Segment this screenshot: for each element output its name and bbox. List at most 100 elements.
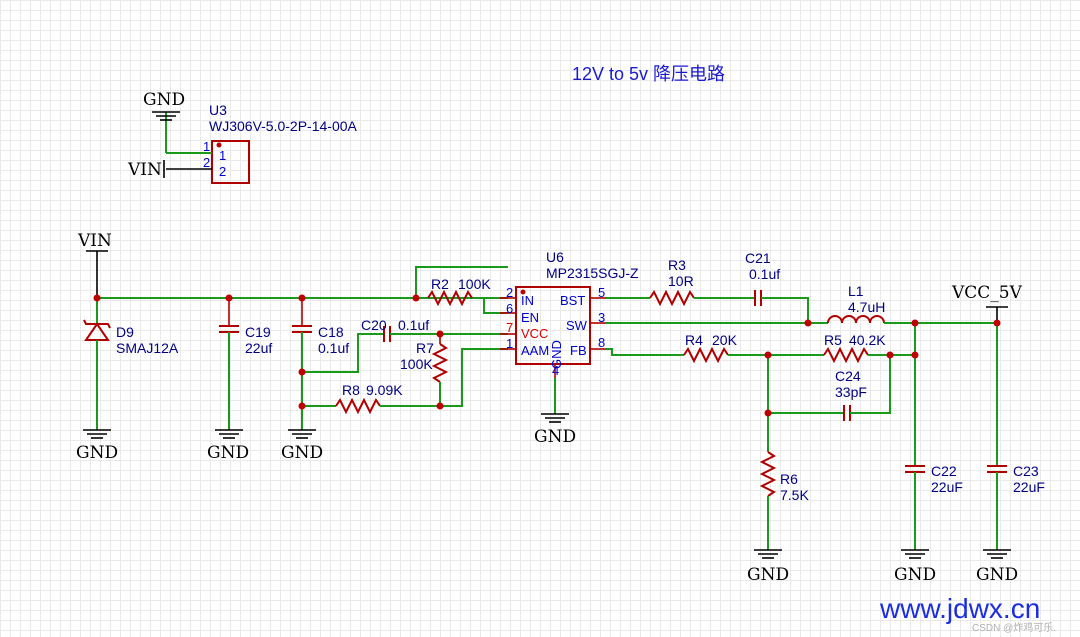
capacitor-c21: C21 0.1uf	[745, 250, 809, 323]
resistor-r4: R4 20K	[683, 332, 824, 364]
ic-pin1-marker	[520, 289, 526, 295]
resistor-r6: R6 7.5K	[759, 413, 809, 550]
u6-pin-vcc-num: 7	[506, 320, 513, 335]
c24-ref: C24	[835, 368, 861, 384]
u6-pin-sw-num: 3	[598, 310, 605, 325]
junction-dot	[298, 294, 306, 302]
capacitor-c24: C24 33pF	[835, 355, 891, 421]
gnd-label-c19: GND	[207, 443, 249, 463]
junction-dot	[298, 368, 306, 376]
junction-dot	[911, 319, 919, 327]
l1-value: 4.7uH	[848, 299, 885, 315]
u6-pin-gnd-num: 4	[552, 363, 559, 378]
u6-part: MP2315SGJ-Z	[546, 265, 639, 281]
gnd-symbol-d9: GND	[76, 429, 118, 463]
ic-u6: U6 MP2315SGJ-Z 2 IN 6 EN 7 VCC 1 AAM 5 B…	[500, 249, 639, 378]
u6-pin-fb-num: 8	[598, 335, 605, 350]
u6-pin-vcc-name: VCC	[521, 326, 548, 341]
wire-c24-left	[767, 355, 844, 414]
junction-dot	[993, 319, 1001, 327]
vin-label-main: VIN	[77, 231, 112, 251]
u3-part: WJ306V-5.0-2P-14-00A	[209, 118, 358, 134]
c21-ref: C21	[745, 250, 771, 266]
c21-value: 0.1uf	[749, 266, 780, 282]
inductor-l1: L1 4.7uH	[827, 283, 885, 324]
d9-ref: D9	[116, 324, 134, 340]
capacitor-c22: C22 22uF	[905, 323, 963, 550]
junction-dot	[93, 294, 101, 302]
gnd-symbol-c18: GND	[281, 429, 323, 463]
wire-r2-to-en	[416, 297, 508, 314]
junction-dot	[412, 294, 420, 302]
c22-value: 22uF	[931, 479, 963, 495]
resistor-r8: R8 9.09K	[302, 382, 440, 415]
u6-pin-sw-name: SW	[566, 318, 588, 333]
u3-pin1-label: 1	[219, 148, 226, 163]
watermark-credit: CSDN @炸鸡可乐.	[972, 621, 1056, 634]
c19-ref: C19	[245, 324, 271, 340]
schematic-title: 12V to 5v 降压电路	[572, 64, 725, 84]
wire-fb	[606, 348, 684, 356]
gnd-label-c23: GND	[976, 565, 1018, 585]
c18-value: 0.1uf	[318, 340, 349, 356]
gnd-label-d9: GND	[76, 443, 118, 463]
junction-dot	[764, 409, 772, 417]
r4-ref: R4	[685, 332, 703, 348]
u6-ref: U6	[546, 249, 564, 265]
capacitor-c18: C18 0.1uf	[292, 298, 349, 430]
r3-ref: R3	[668, 257, 686, 273]
r2-value: 100K	[458, 276, 491, 292]
u6-pin-aam-num: 1	[506, 336, 513, 351]
u6-pin-gnd-name: GND	[549, 340, 564, 369]
junction-dot	[764, 351, 772, 359]
u6-pin-en-num: 6	[506, 301, 513, 316]
capacitor-c19: C19 22uf	[219, 298, 272, 430]
u3-pin1-num: 1	[203, 139, 210, 154]
gnd-label-r6: GND	[747, 565, 789, 585]
u3-ref: U3	[209, 102, 227, 118]
gnd-label-c22: GND	[894, 565, 936, 585]
resistor-r3: R3 10R	[649, 257, 755, 307]
r4-value: 20K	[712, 332, 738, 348]
junction-dot	[886, 351, 894, 359]
junction-dot	[225, 294, 233, 302]
ic-u6-body	[515, 286, 591, 365]
junction-dot	[436, 402, 444, 410]
pin1-marker	[216, 142, 222, 148]
r3-value: 10R	[668, 273, 694, 289]
l1-ref: L1	[848, 283, 864, 299]
connector-u3-body	[211, 140, 250, 184]
vcc5v-port: VCC_5V	[951, 283, 1023, 323]
u6-pin-fb-name: FB	[570, 343, 587, 358]
gnd-symbol-r6: GND	[747, 549, 789, 585]
capacitor-c23: C23 22uF	[987, 323, 1045, 550]
r7-ref: R7	[416, 340, 434, 356]
watermark-site: www.jdwx.cn	[879, 593, 1040, 624]
d9-value: SMAJ12A	[116, 340, 179, 356]
junctions	[93, 294, 1001, 417]
resistor-r7: R7 100K	[400, 334, 449, 406]
r2-ref: R2	[431, 276, 449, 292]
u6-pin-in-num: 2	[506, 285, 513, 300]
c18-ref: C18	[318, 324, 344, 340]
gnd-symbol-c19: GND	[207, 429, 249, 463]
c23-value: 22uF	[1013, 479, 1045, 495]
r8-ref: R8	[342, 382, 360, 398]
gnd-symbol-c23: GND	[976, 549, 1018, 585]
u6-pin-bst-num: 5	[598, 285, 605, 300]
gnd-symbol-u3: GND	[143, 90, 185, 153]
capacitor-c20: C20 0.1uf	[361, 317, 508, 342]
wire-vin-to-in	[415, 266, 508, 298]
vin-port-u3: VIN	[127, 160, 165, 180]
u3-pin2-num: 2	[203, 155, 210, 170]
c22-ref: C22	[931, 463, 957, 479]
u6-pin-in-name: IN	[521, 293, 534, 308]
r6-value: 7.5K	[780, 487, 809, 503]
u6-pin-en-name: EN	[521, 310, 539, 325]
gnd-symbol-u6: GND	[534, 378, 576, 447]
r6-ref: R6	[780, 471, 798, 487]
vcc5v-label: VCC_5V	[951, 283, 1023, 303]
junction-dot	[911, 351, 919, 359]
junction-dot	[804, 319, 812, 327]
